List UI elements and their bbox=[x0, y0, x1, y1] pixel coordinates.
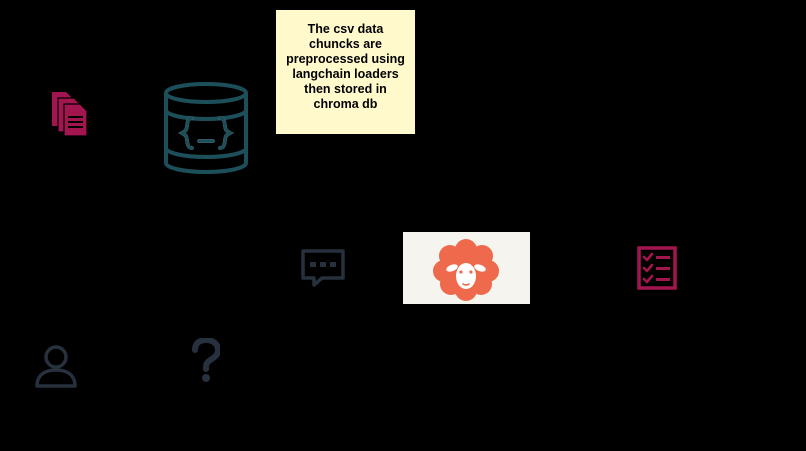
llm-node bbox=[403, 232, 530, 304]
checklist-icon bbox=[637, 246, 677, 290]
note-text: The csv data chuncks are preprocessed us… bbox=[286, 22, 405, 111]
database-braces-icon bbox=[162, 82, 250, 174]
user-icon bbox=[34, 344, 78, 388]
message-dots-icon bbox=[300, 248, 346, 288]
documents-icon bbox=[50, 92, 88, 136]
description-note: The csv data chuncks are preprocessed us… bbox=[276, 10, 415, 134]
sheep-logo-icon bbox=[433, 239, 499, 301]
question-mark-icon bbox=[192, 338, 220, 384]
